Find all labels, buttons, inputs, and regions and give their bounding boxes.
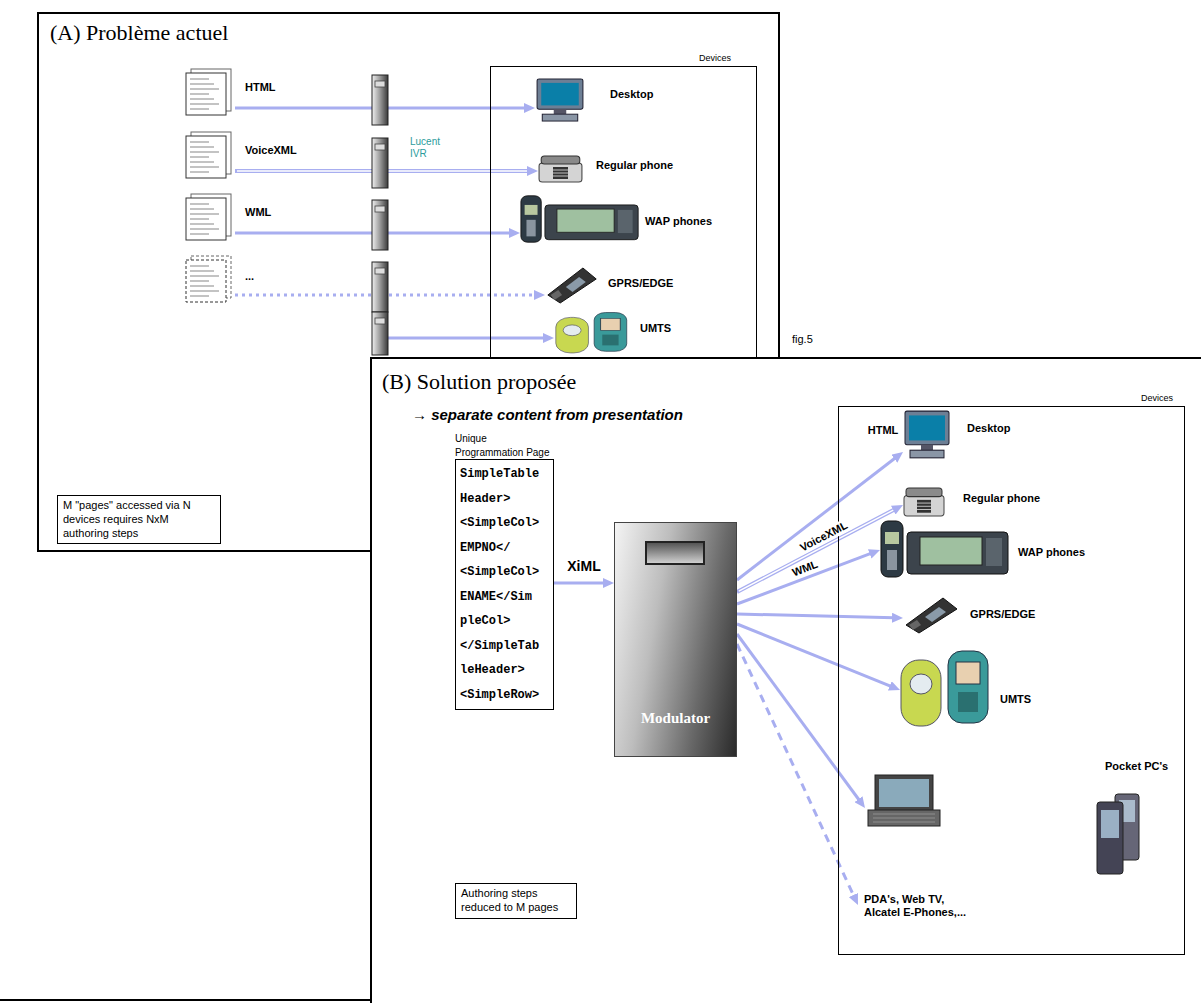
node-label: WAP phones xyxy=(1018,546,1085,559)
node-label: Devices xyxy=(1141,393,1173,404)
figure-number: fig.5 xyxy=(792,333,813,346)
device-icon xyxy=(185,255,235,303)
node-label: UMTS xyxy=(640,322,671,335)
device-text: PDA's, Web TV, Alcatel E-Phones,... xyxy=(858,893,983,919)
node-label: M "pages" accessed via N devices require… xyxy=(63,499,215,540)
device: GPRS/EDGE xyxy=(545,265,600,305)
device-icon xyxy=(185,131,235,179)
device: Desktop xyxy=(903,410,951,460)
device-icon xyxy=(185,68,235,116)
arrow-inner-line xyxy=(739,510,893,591)
document-icon: WML xyxy=(185,193,235,241)
device-icon xyxy=(520,195,640,243)
device-icon xyxy=(545,265,600,305)
devices-box: DesktopRegular phoneWAP phonesGPRS/EDGEU… xyxy=(838,406,1185,955)
code-frame: SimpleTable Header> <SimpleCol> EMPNO</ … xyxy=(455,459,554,710)
document-icon: HTML xyxy=(185,68,235,116)
device: Pocket PC's xyxy=(865,758,1145,880)
device-icon xyxy=(903,595,961,635)
frame-line xyxy=(0,999,370,1001)
node-label: GPRS/EDGE xyxy=(970,608,1035,621)
note-box: M "pages" accessed via N devices require… xyxy=(57,495,221,544)
modulator-box: Modulator xyxy=(614,522,737,757)
node-label: Authoring steps reduced to M pages xyxy=(461,887,571,915)
code-text: SimpleTable Header> <SimpleCol> EMPNO</ … xyxy=(460,462,540,707)
node-label: Regular phone xyxy=(596,159,673,172)
node-label: VoiceXML xyxy=(245,144,297,157)
node-label: Unique Programmation Page xyxy=(455,432,554,459)
panel-title: (A) Problème actuel xyxy=(50,20,228,46)
node-label: Devices xyxy=(699,53,731,64)
document-icon: VoiceXML xyxy=(185,131,235,179)
edge-label: HTML xyxy=(866,424,901,437)
arrow xyxy=(737,624,892,687)
device-icon xyxy=(535,78,585,123)
device: UMTS xyxy=(555,312,630,354)
panel: HTML VoiceXML WML... DesktopRegular phoneWA… xyxy=(37,12,780,552)
server xyxy=(372,75,388,355)
node-label: ... xyxy=(245,270,254,283)
devices-box: DesktopRegular phoneWAP phonesGPRS/EDGE U… xyxy=(490,66,757,357)
edge-label: XiML xyxy=(565,558,602,575)
node-label: Desktop xyxy=(610,88,653,101)
device: WAP phones xyxy=(880,520,1010,578)
edge-label: VoiceXML xyxy=(796,517,852,555)
node-label: WML xyxy=(245,206,271,219)
device: Regular phone xyxy=(903,487,945,517)
panel: Unique Programmation PageSimpleTable Hea… xyxy=(370,357,1201,1003)
node-label: HTML xyxy=(245,81,276,94)
arrow xyxy=(737,457,896,580)
code-box: Unique Programmation PageSimpleTable Hea… xyxy=(455,432,554,710)
edge-label: WML xyxy=(789,557,822,580)
node-label: Pocket PC's xyxy=(1105,760,1168,773)
note-box: Authoring steps reduced to M pages xyxy=(455,883,577,919)
arrow xyxy=(554,582,605,585)
node-label: Desktop xyxy=(967,422,1010,435)
device-icon xyxy=(555,312,630,354)
node-label: Regular phone xyxy=(963,492,1040,505)
arrow xyxy=(737,644,854,897)
arrow xyxy=(737,614,894,618)
node-label: WAP phones xyxy=(645,215,712,228)
device-icon xyxy=(900,650,992,728)
server-label: Lucent IVR xyxy=(410,136,450,160)
document-icon: ... xyxy=(185,255,235,303)
device-icon xyxy=(538,155,583,183)
modulator-panel xyxy=(645,541,705,565)
device-icon xyxy=(865,758,1145,880)
node-label: GPRS/EDGE xyxy=(608,277,673,290)
device: UMTS xyxy=(900,650,992,728)
device: GPRS/EDGE xyxy=(903,595,961,635)
panel-title: (B) Solution proposée xyxy=(382,369,576,395)
slogan: → separate content from presentation xyxy=(412,406,683,424)
arrow xyxy=(737,509,895,592)
device-icon xyxy=(903,410,951,460)
node-label: PDA's, Web TV, Alcatel E-Phones,... xyxy=(864,893,979,919)
device: Regular phone xyxy=(538,155,583,183)
device: WAP phones xyxy=(520,195,640,243)
device: Desktop xyxy=(535,78,585,123)
device-icon xyxy=(880,520,1010,578)
arrow xyxy=(737,553,872,604)
device-icon xyxy=(903,487,945,517)
node-label: UMTS xyxy=(1000,693,1031,706)
node-label: Modulator xyxy=(615,709,736,727)
device-icon xyxy=(185,193,235,241)
arrow-line xyxy=(388,337,545,340)
